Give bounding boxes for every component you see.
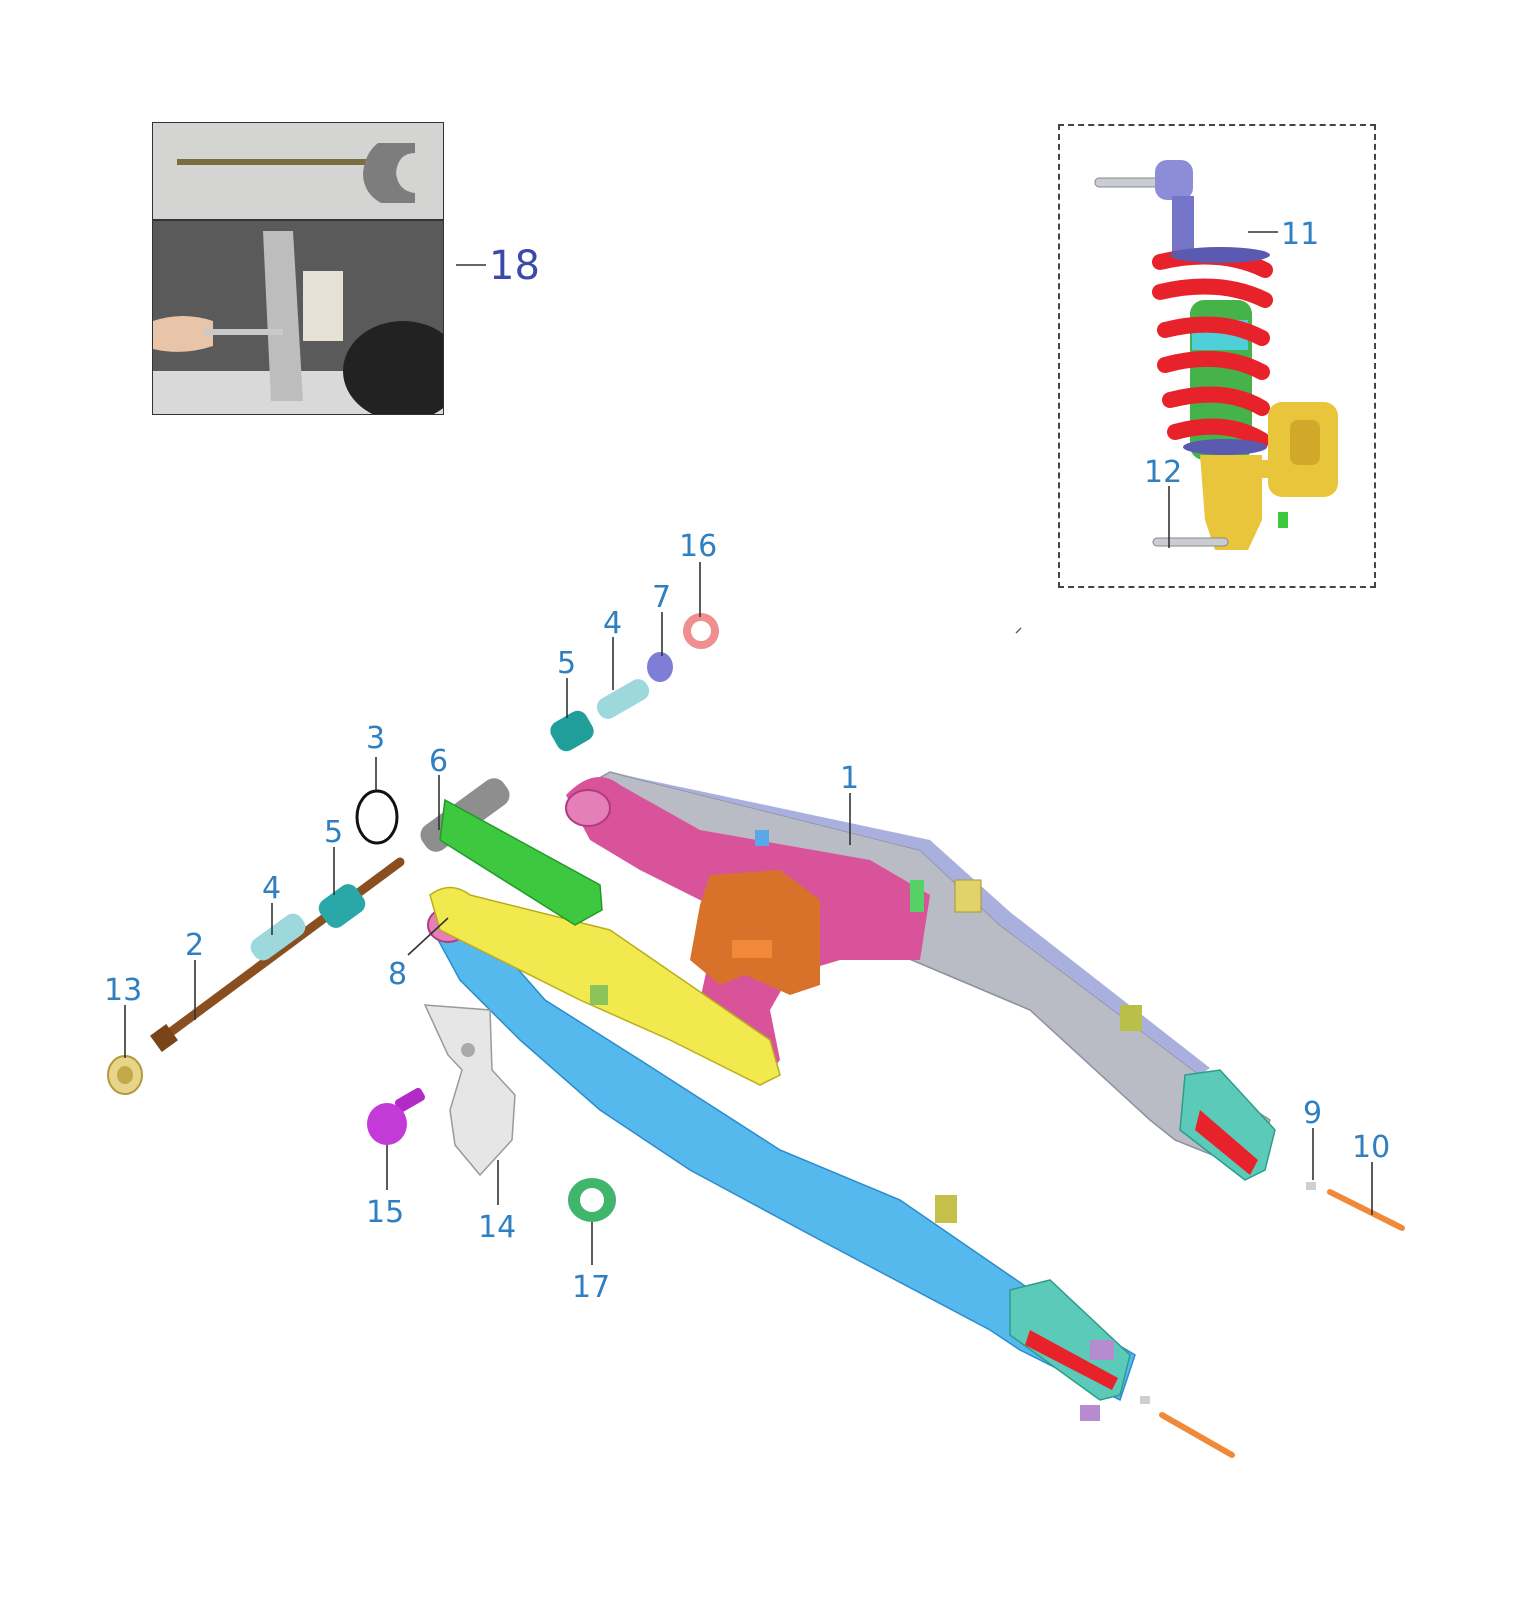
callout-15: 15 [366,1195,404,1230]
tool-photo [152,122,444,220]
callout-16: 16 [679,529,717,564]
callout-18: 18 [489,243,540,289]
callout-5-left: 5 [324,815,343,850]
washer-9-lower [1140,1396,1150,1404]
callout-3: 3 [366,721,385,756]
callout-6: 6 [429,744,448,779]
callout-17: 17 [572,1270,610,1305]
bearing-5-left [318,884,366,928]
callout-1: 1 [840,761,859,796]
washer-16 [683,613,719,649]
shock-inset-box [1058,124,1376,588]
leader-lines [124,231,1373,1265]
callout-2: 2 [185,928,204,963]
callout-8: 8 [388,957,407,992]
install-photo [152,220,444,415]
pivot-bolt [150,857,405,1052]
install-photo-drawing [153,221,443,414]
bracket-14 [423,1004,516,1177]
collar-17 [568,1178,616,1222]
washer-9 [1306,1182,1316,1190]
callout-12: 12 [1144,455,1182,490]
callout-4-left: 4 [262,871,281,906]
callout-4-right: 4 [603,606,622,641]
bracket-14-hole [461,1043,475,1057]
rear-shock-absorber [1094,160,1338,550]
swingarm [427,771,1276,1421]
callout-labels: 18 11 12 16 7 4 5 3 6 1 5 4 2 8 13 9 10 … [104,217,1390,1305]
callout-7: 7 [652,580,671,615]
spacer-4-left [250,913,306,961]
callout-14: 14 [478,1210,516,1245]
adjuster-bolt-10-lower [1159,1412,1235,1458]
bolt-15 [367,1087,426,1145]
callout-10: 10 [1352,1130,1390,1165]
callout-11: 11 [1281,217,1319,252]
spacer-4-right [596,679,650,719]
tool-photo-drawing [153,123,443,219]
callout-5-right: 5 [557,646,576,681]
nut-13 [107,1055,143,1095]
adjuster-bolt-10 [1327,1189,1405,1231]
bearing-5-right [550,710,594,752]
callout-9: 9 [1303,1096,1322,1131]
o-ring-3 [355,789,399,845]
callout-13: 13 [104,973,142,1008]
cap-7 [647,652,673,682]
chain-slider-green [439,798,603,926]
stray-mark [1015,627,1022,634]
